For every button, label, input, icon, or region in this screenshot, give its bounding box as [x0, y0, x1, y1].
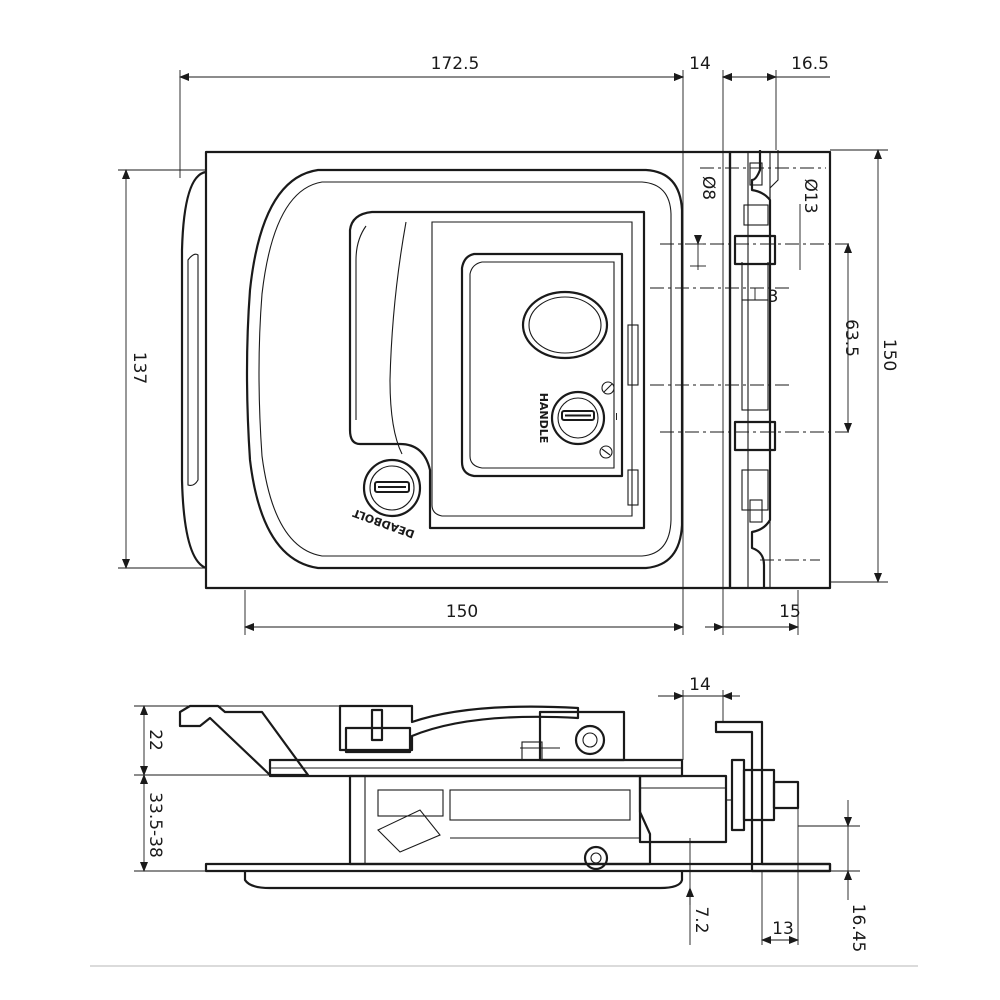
top-view-dimensions: 172.5 14 16.5 Ø8 Ø13 3 63.5 150 137 150 …	[118, 54, 899, 635]
dim-14-top: 14	[689, 54, 711, 74]
side-view-dimensions: 22 33.5-38 14 7.2 13 16.45	[134, 675, 868, 952]
dim-15: 15	[779, 602, 801, 622]
dim-33-5-38: 33.5-38	[145, 792, 165, 858]
lock-icon	[601, 381, 615, 395]
dim-22: 22	[145, 729, 165, 751]
thumb-oval	[521, 290, 609, 360]
dim-150-height: 150	[879, 339, 899, 371]
left-flange	[180, 170, 207, 570]
dim-dia-8: Ø8	[698, 176, 718, 200]
mounting-plate	[204, 150, 732, 590]
dim-172-5: 172.5	[431, 54, 480, 74]
dim-dia-13: Ø13	[800, 178, 820, 213]
unlock-icon	[599, 445, 613, 459]
handle-top	[338, 704, 580, 752]
side-view	[178, 704, 832, 890]
recessed-pan	[245, 168, 684, 570]
handle-label: HANDLE	[537, 393, 550, 444]
inner-panel	[460, 252, 624, 478]
mount-screw-icon	[583, 845, 609, 871]
dim-3: 3	[768, 287, 779, 307]
side-bracket	[728, 150, 832, 590]
hinge-pin-icon	[574, 724, 606, 756]
handle-lock-cylinder: I	[550, 381, 618, 459]
top-view: I HANDLE DEADBOLT	[180, 150, 850, 590]
lever-arm	[178, 704, 310, 777]
dim-14-side: 14	[689, 675, 711, 695]
bracket-profile	[750, 150, 772, 588]
deadbolt-lock-cylinder	[362, 458, 422, 518]
dim-150-width: 150	[446, 602, 478, 622]
handle-paddle	[348, 210, 646, 530]
hinge-block	[538, 710, 626, 762]
svg-text:I: I	[615, 412, 618, 423]
dim-137: 137	[129, 352, 149, 384]
dim-13: 13	[772, 919, 794, 939]
deadbolt-bar	[638, 774, 728, 844]
dim-63-5: 63.5	[841, 319, 861, 357]
dim-7-2: 7.2	[691, 906, 711, 933]
dim-16-45: 16.45	[848, 904, 868, 953]
dim-16-5: 16.5	[791, 54, 829, 74]
